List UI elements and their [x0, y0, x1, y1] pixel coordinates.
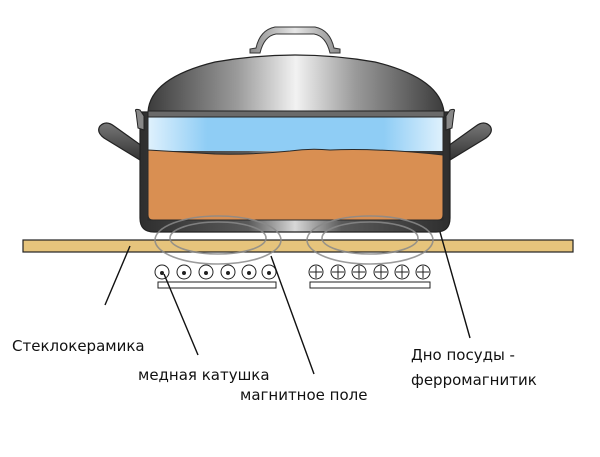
label-pot-bottom-line2: ферромагнитик [411, 371, 537, 389]
label-magnetic-field: магнитное поле [240, 386, 368, 404]
label-pot-bottom-line1: Дно посуды - [411, 346, 515, 364]
pot-lid [147, 54, 445, 118]
label-glass-ceramic: Стеклокерамика [12, 337, 145, 355]
lid-knob [249, 26, 341, 54]
food-layer [147, 148, 444, 221]
water-layer [148, 117, 443, 151]
magnetic-field-right [306, 215, 434, 265]
glass-ceramic-plate [22, 239, 574, 253]
leader-lines [104, 231, 471, 375]
pot-handle-left [98, 122, 143, 161]
copper-coil-right [308, 264, 431, 289]
pot-body [135, 108, 455, 233]
pot-handle-right [447, 122, 492, 161]
copper-coil-left [154, 264, 277, 289]
magnetic-field-left [154, 215, 282, 265]
label-copper-coil: медная катушка [138, 366, 270, 384]
